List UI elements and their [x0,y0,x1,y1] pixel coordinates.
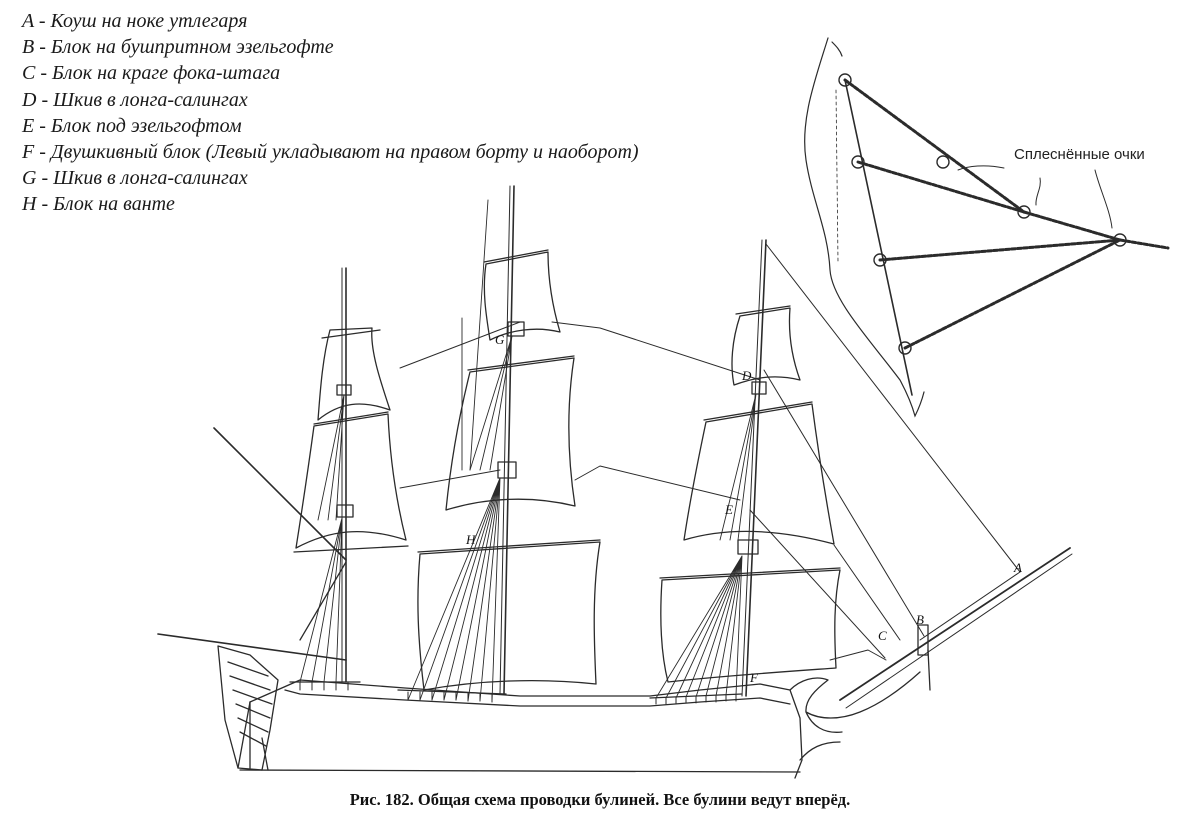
stays-and-bowlines [399,243,1021,661]
legend-item-a: A - Коуш на ноке утлегаря [22,10,248,32]
ship-hull [217,645,921,779]
point-label-d: D [741,368,752,383]
legend-item-h: H - Блок на ванте [22,193,175,216]
point-label-c: C [878,628,887,643]
point-label-f: F [749,670,759,685]
mizzen-mast [157,267,409,683]
point-label-h: H [465,532,476,547]
fore-mast [655,239,841,699]
legend-item-c: C - Блок на краге фока-штага [22,62,281,85]
legend-item-b: B - Блок на бушпритном эзельгофте [22,36,334,59]
bowline-bridle-inset [804,37,1170,418]
legend-item-d: D - Шкив в лонга-салингах [22,88,248,111]
main-mast [407,185,601,703]
legend-item-e: E - Блок под эзельгофтом [22,114,242,137]
legend: A - Коуш на ноке утлегаря B - Блок на бу… [22,8,639,218]
point-label-b: B [916,612,924,627]
legend-item-g: G - Шкив в лонга-салингах [22,167,248,190]
inset-label: Сплеснённые очки [1014,146,1145,163]
bowsprit [839,547,1073,709]
figure-caption: Рис. 182. Общая схема проводки булиней. … [349,790,851,809]
legend-item-f: F - Двушкивный блок (Левый укладывают на… [22,141,639,164]
point-label-g: G [495,332,505,347]
point-label-e: E [724,502,733,517]
point-label-a: A [1013,560,1022,575]
